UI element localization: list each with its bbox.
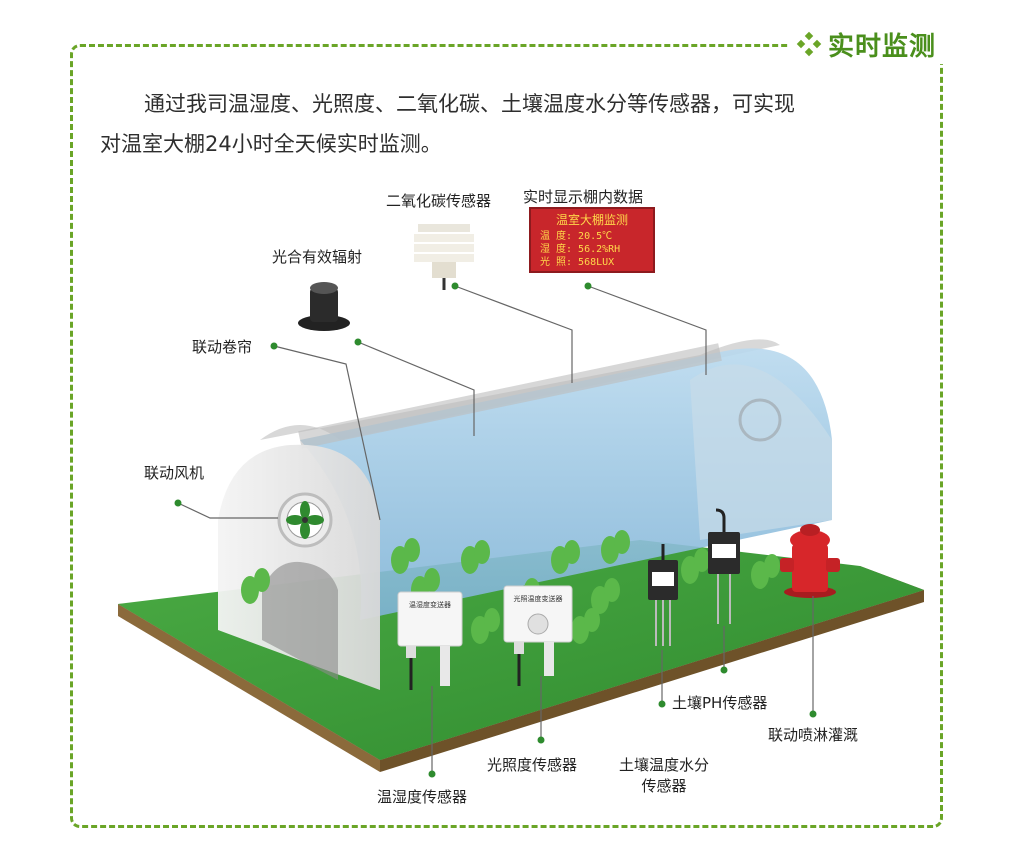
greenhouse-front-wall xyxy=(218,444,380,690)
led-display-title: 温室大棚监测 xyxy=(556,212,628,227)
section-title: 实时监测 xyxy=(828,31,937,62)
led-display-row-humidity: 湿 度: 56.2%RH xyxy=(540,242,620,255)
label-soil-ph: 土壤PH传感器 xyxy=(672,694,768,712)
led-display-row-light: 光 照: 568LUX xyxy=(540,255,614,268)
label-light-sensor: 光照度传感器 xyxy=(487,756,578,774)
soil-ph-sensor xyxy=(708,508,740,624)
content-frame xyxy=(70,44,943,828)
intro-line-1: 通过我司温湿度、光照度、二氧化碳、土壤温度水分等传感器，可实现 xyxy=(144,92,795,116)
intro-line-2: 对温室大棚24小时全天候实时监测。 xyxy=(100,132,442,156)
temp-humidity-transmitter: 温湿度变送器 xyxy=(397,591,463,690)
fan-unit xyxy=(277,492,333,548)
label-par: 光合有效辐射 xyxy=(272,248,363,266)
light-transmitter: 光照温度变送器 xyxy=(503,585,573,686)
sprinkler-hydrant xyxy=(780,524,840,598)
label-curtain: 联动卷帘 xyxy=(192,338,253,356)
greenhouse-far-end xyxy=(690,364,832,540)
leader-lines xyxy=(177,285,814,774)
co2-sensor xyxy=(414,224,474,290)
light-device-label: 光照温度变送器 xyxy=(514,594,563,603)
soil-moisture-sensor xyxy=(648,544,678,646)
diamond-cluster-icon xyxy=(796,31,822,57)
leader-dots xyxy=(174,282,817,778)
label-temp-humidity-sensor: 温湿度传感器 xyxy=(377,788,468,806)
led-display: 温室大棚监测 温 度: 20.5℃ 湿 度: 56.2%RH 光 照: 568L… xyxy=(529,207,655,273)
far-fan-icon xyxy=(738,398,782,442)
label-realtime-display: 实时显示棚内数据 xyxy=(523,188,644,206)
label-co2-sensor: 二氧化碳传感器 xyxy=(386,192,492,210)
label-sprinkler: 联动喷淋灌溉 xyxy=(768,726,859,744)
led-display-row-temp: 温 度: 20.5℃ xyxy=(540,229,612,242)
section-header: 实时监测 xyxy=(790,24,966,64)
greenhouse-door xyxy=(262,561,338,680)
temp-humidity-device-label: 温湿度变送器 xyxy=(409,600,451,609)
intro-paragraph: 通过我司温湿度、光照度、二氧化碳、土壤温度水分等传感器，可实现 对温室大棚24小… xyxy=(100,84,930,164)
label-soil-temp-moisture: 土壤温度水分 传感器 xyxy=(612,754,716,796)
label-soil-temp-moisture-line-1: 土壤温度水分 xyxy=(618,756,709,774)
label-fan: 联动风机 xyxy=(144,464,205,482)
label-soil-temp-moisture-line-2: 传感器 xyxy=(641,777,687,795)
par-sensor xyxy=(298,282,350,331)
